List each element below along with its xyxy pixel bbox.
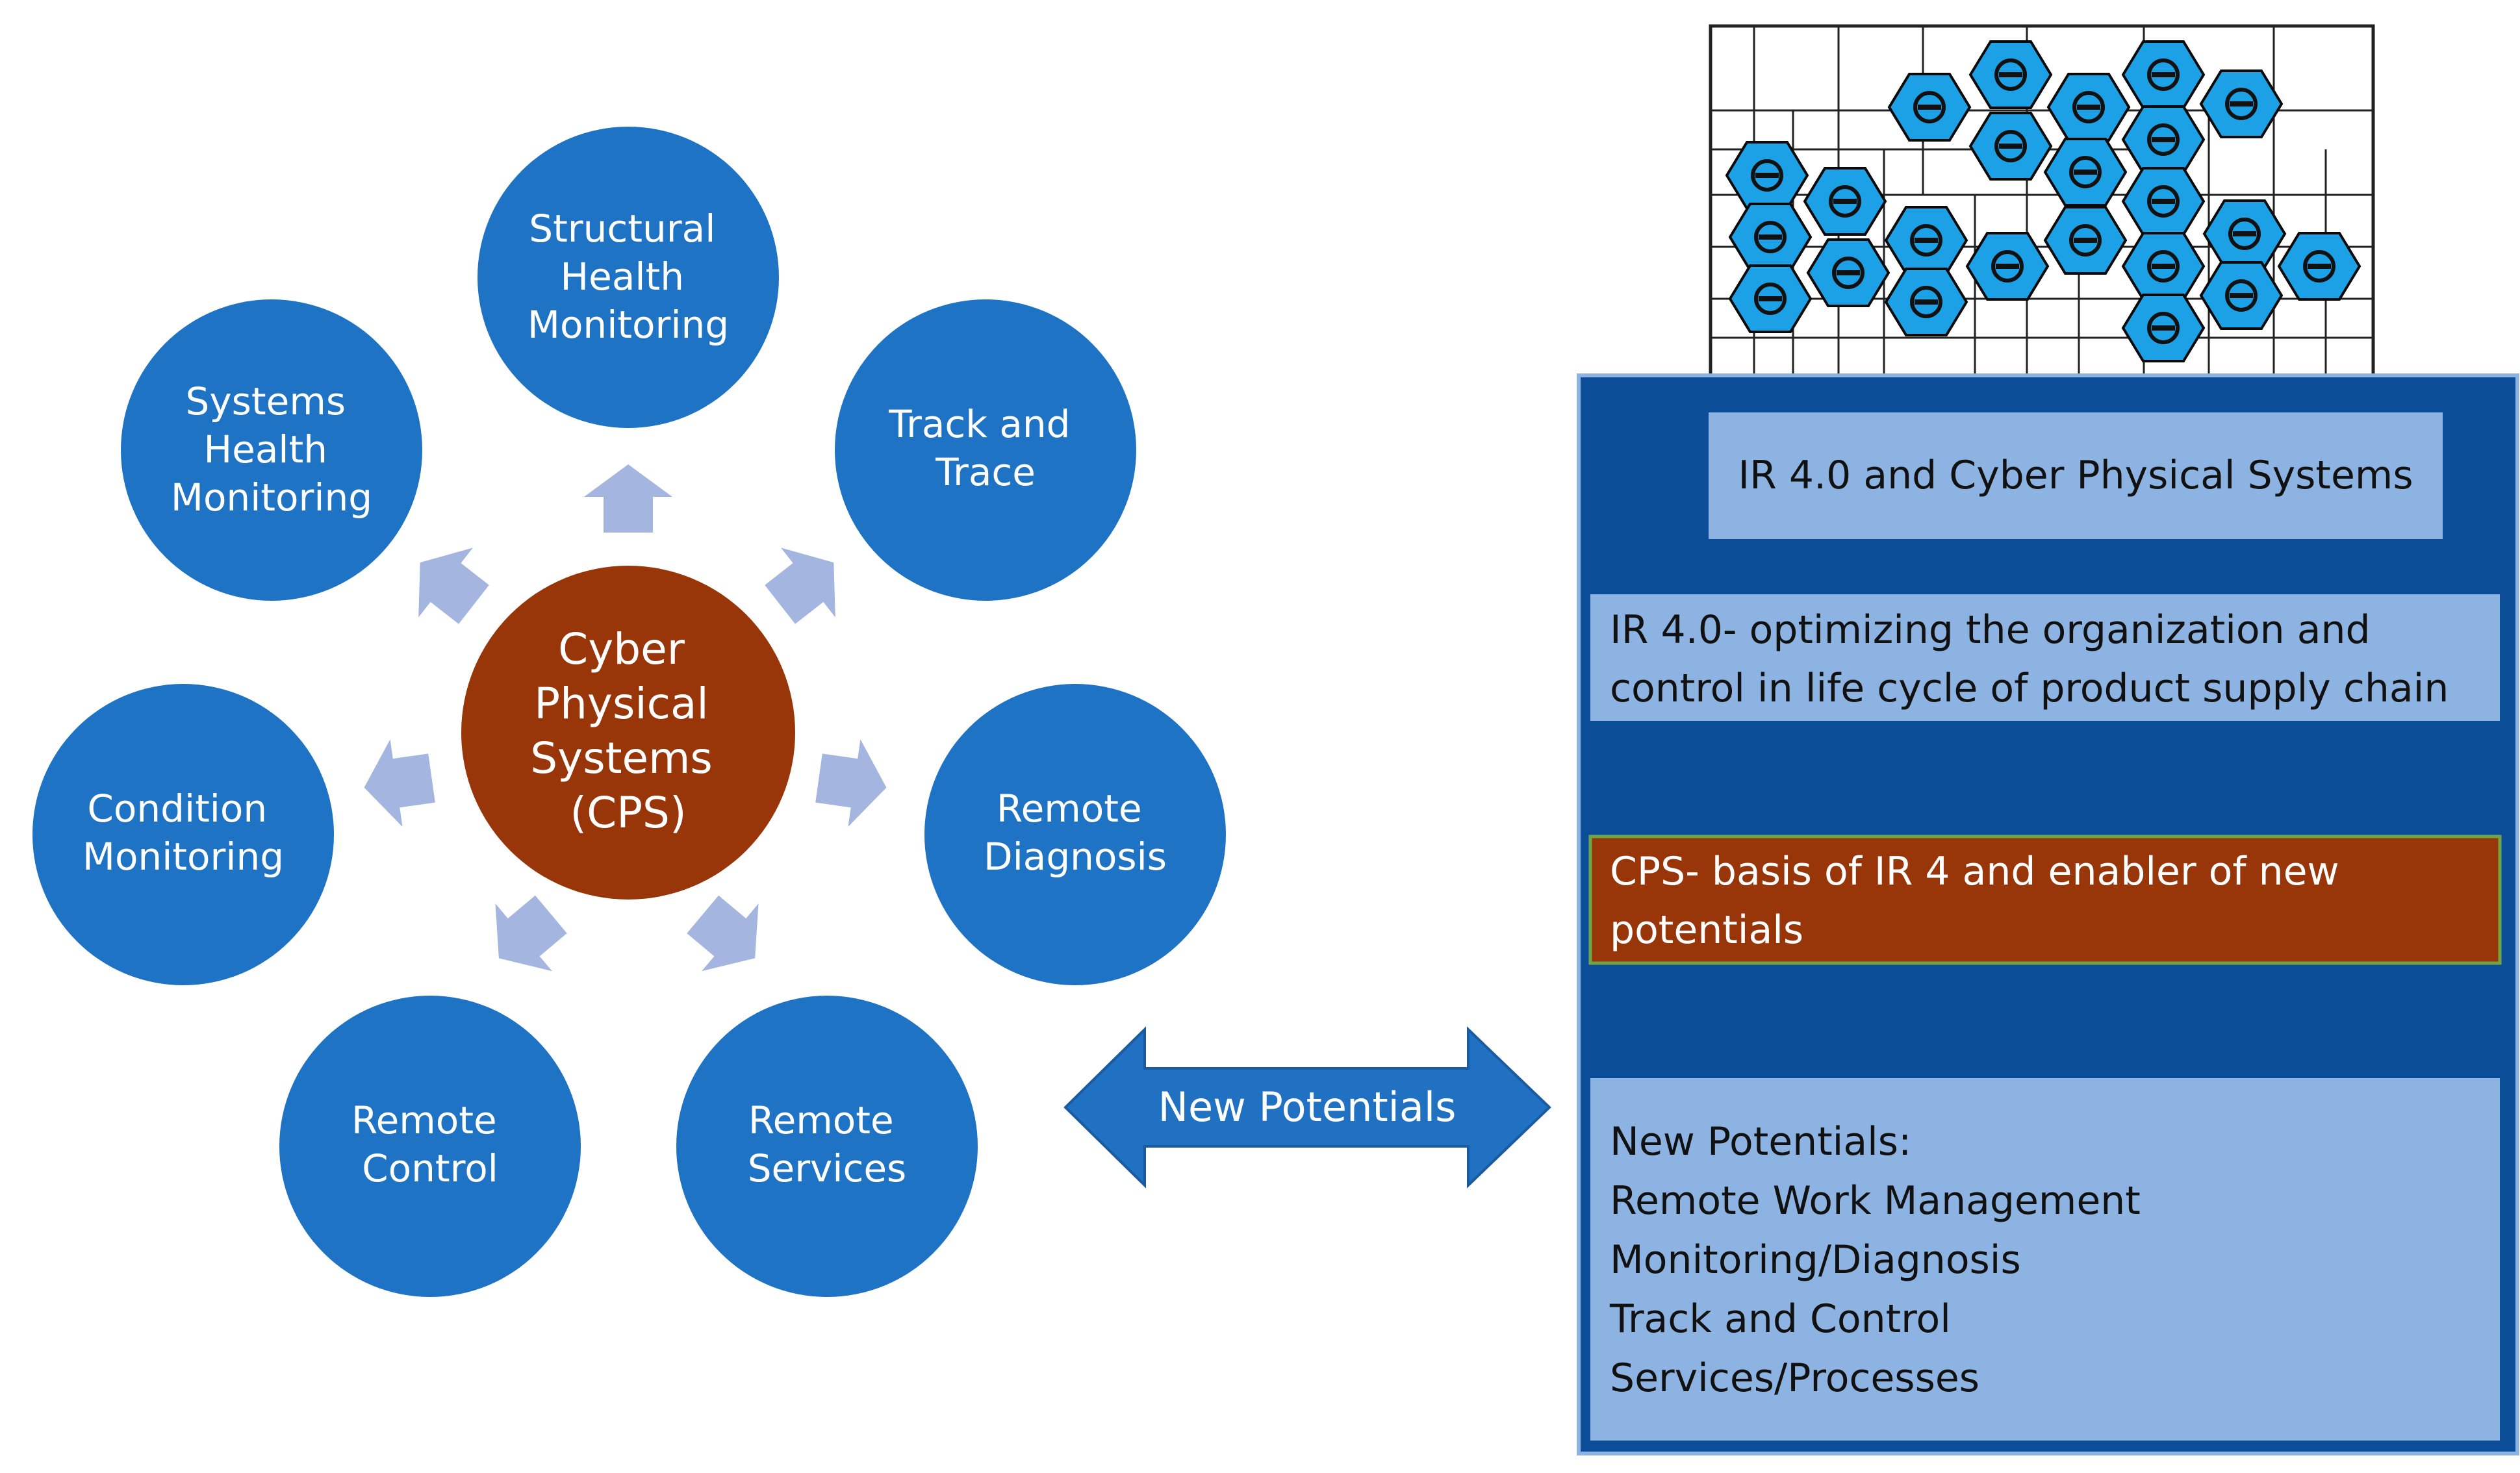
center-label: Cyber: [558, 624, 685, 674]
truck-icon: [2121, 294, 2206, 362]
wifi-icon: [1968, 40, 2053, 109]
ir40-panel: IR 4.0 and Cyber Physical Systems IR 4.0…: [1577, 373, 2519, 1455]
ir-box-line: control in life cycle of product supply …: [1610, 666, 2449, 711]
satellite-circle-remote-diagnosis: [924, 684, 1226, 985]
center-node: Cyber Physical Systems (CPS): [461, 566, 795, 900]
potentials-line: Services/Processes: [1610, 1355, 1979, 1401]
cps-box: [1588, 835, 2502, 965]
arrow-to-remote-services: [687, 895, 759, 972]
spoke-arrows: [364, 464, 887, 972]
svg-text:Structural Health: Structural Health Monitoring: [528, 207, 729, 347]
chip-icon: [2043, 206, 2128, 275]
arrow-to-systems-health-monitoring: [418, 548, 489, 624]
satellite-circle-structural-health-monitoring: [477, 127, 779, 428]
hexagon-icon-layer: [1725, 40, 2361, 362]
svg-text:Systems Health: Systems Health Monitoring: [171, 379, 372, 520]
satellite-label: Remote: [997, 787, 1142, 831]
satellite-circle-remote-control: [279, 996, 581, 1297]
lightbulb-icon: [2046, 73, 2131, 142]
ir-box-line: IR 4.0- optimizing the organization and: [1610, 607, 2371, 653]
globe-icon: [2199, 69, 2284, 138]
cloud-icon: [2121, 40, 2206, 109]
satellite-circle-remote-services: [676, 996, 978, 1297]
potentials-line: Track and Control: [1609, 1296, 1951, 1342]
double-arrow-shape: [1063, 1026, 1551, 1189]
satellite-label: Track and: [888, 402, 1070, 446]
svg-text:Track and Trace: Track and Trace: [888, 402, 1082, 494]
svg-text:IR 4.0- optimizing the organiz: IR 4.0- optimizing the organization and …: [1610, 607, 2449, 711]
arrow-to-condition-monitoring: [364, 739, 435, 827]
satellite-label: Trace: [935, 450, 1036, 494]
satellite-label: Diagnosis: [984, 835, 1167, 879]
new-potentials-connector: New Potentials: [1063, 1026, 1551, 1189]
svg-text:CPS- basis of IR 4 and enabler: CPS- basis of IR 4 and enabler of new po…: [1610, 849, 2352, 953]
center-label: Physical: [534, 679, 708, 729]
satellite-node: Remote Control: [279, 996, 581, 1297]
satellite-node: Remote Diagnosis: [924, 684, 1226, 985]
panel-title: IR 4.0 and Cyber Physical Systems: [1738, 453, 2413, 498]
satellite-circle-track-and-trace: [835, 299, 1136, 601]
satellite-label: Health: [561, 255, 684, 299]
satellite-node: Systems Health Monitoring: [121, 299, 422, 601]
circuit-board-icon: [2043, 138, 2128, 207]
potentials-line: Remote Work Management: [1610, 1178, 2141, 1224]
svg-text:New Potentials: Remote W: New Potentials: Remote Work Management M…: [1609, 1119, 2153, 1401]
cps-box-line: potentials: [1610, 907, 1803, 953]
connector-label: New Potentials: [1158, 1083, 1457, 1131]
center-label: (CPS): [570, 788, 686, 838]
satellite-label: Monitoring: [528, 303, 729, 347]
svg-text:Cyber Physical: Cyber Physical Systems (CPS): [530, 624, 726, 838]
satellite-label: Services: [748, 1146, 907, 1190]
potentials-line: New Potentials:: [1610, 1119, 1911, 1165]
pie-chart-icon: [2277, 232, 2361, 301]
satellite-label: Control: [362, 1146, 498, 1190]
rocket-icon: [1884, 268, 1968, 336]
network-icon: [1803, 167, 1887, 236]
satellite-label: Monitoring: [83, 835, 284, 879]
cps-box-line: CPS- basis of IR 4 and enabler of new: [1610, 849, 2339, 894]
satellite-node: Track and Trace: [835, 299, 1136, 601]
tools-icon: [1887, 73, 1972, 142]
handshake-icon: [1728, 264, 1813, 333]
panel-title-box: [1709, 412, 2443, 539]
plug-icon: [1965, 232, 2050, 301]
cps-hub-diagram: Structural Health Monitoring Track and T…: [32, 127, 1226, 1297]
satellite-node: Remote Services: [676, 996, 978, 1297]
fingerprint-icon: [1806, 238, 1890, 307]
svg-text:Remote Services: Remote Services: [748, 1098, 907, 1190]
arrow-to-track-and-trace: [765, 548, 835, 624]
satellite-label: Health: [204, 427, 327, 472]
svg-text:Remote Control: Remote Control: [351, 1098, 509, 1190]
svg-text:Condition Monitoring: Condition Monitoring: [83, 787, 284, 879]
worker-icon: [2199, 261, 2284, 330]
satellite-label: Structural: [529, 207, 715, 251]
satellite-label: Condition: [87, 787, 267, 831]
satellite-circle-condition-monitoring: [32, 684, 334, 985]
satellite-node: Condition Monitoring: [32, 684, 334, 985]
satellite-label: Monitoring: [171, 475, 372, 520]
arrow-to-structural-health-monitoring: [584, 464, 672, 533]
arrow-to-remote-control: [495, 895, 567, 972]
center-label: Systems: [530, 733, 713, 783]
arrow-to-remote-diagnosis: [815, 739, 887, 827]
satellite-node: Structural Health Monitoring: [477, 127, 779, 428]
potentials-line: Monitoring/Diagnosis: [1610, 1237, 2021, 1283]
robot-icon: [1968, 112, 2053, 181]
satellite-label: Systems: [186, 379, 346, 423]
potentials-box: [1590, 1078, 2500, 1441]
ir-box: [1590, 594, 2500, 721]
satellite-label: Remote: [351, 1098, 497, 1142]
icon-cluster: [1709, 24, 2375, 379]
center-circle-cps: [461, 566, 795, 900]
satellite-label: Remote: [748, 1098, 894, 1142]
svg-text:Remote Diagnosis: Remote Diagnosis: [984, 787, 1167, 879]
satellite-circle-systems-health-monitoring: [121, 299, 422, 601]
